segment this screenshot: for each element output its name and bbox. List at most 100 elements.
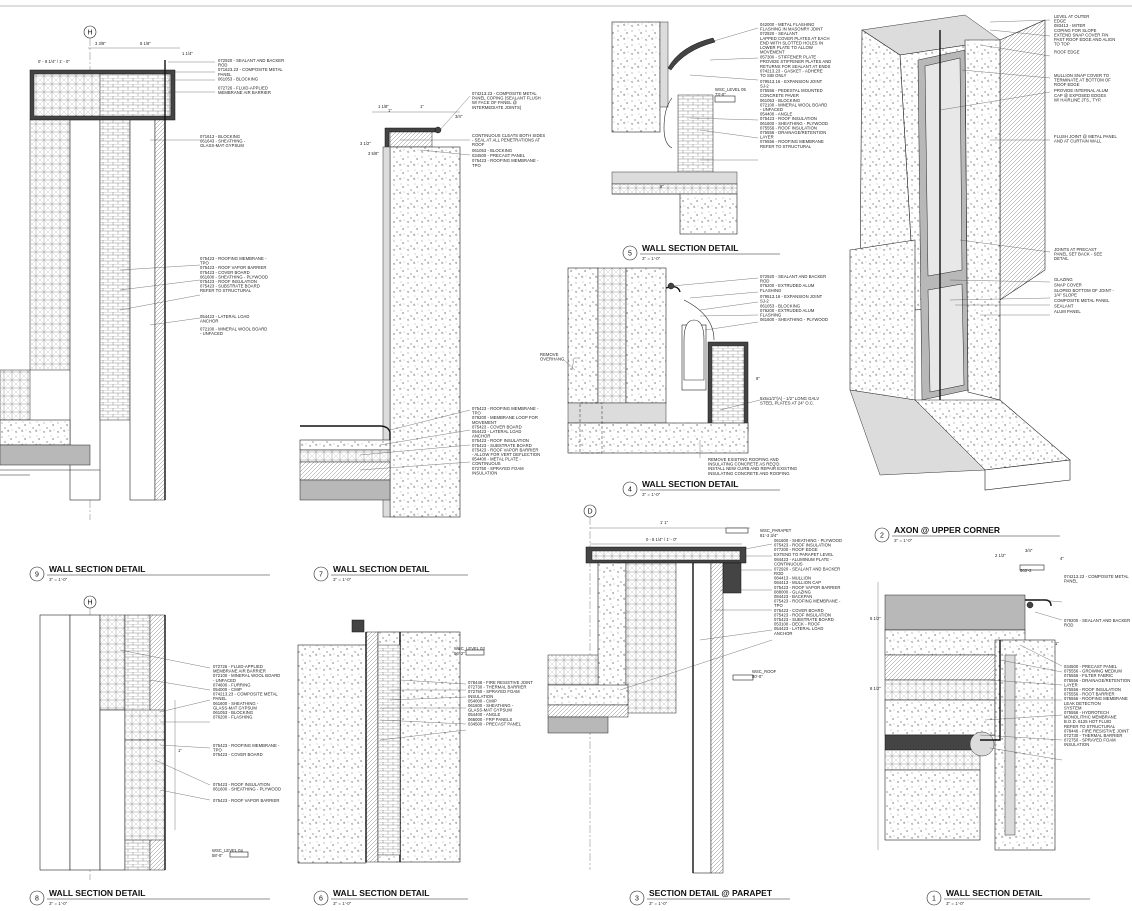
dimension: 1 1/4" [182,51,193,56]
callout-notes: 075423 - ROOFING MEMBRANE - TPO 075423 -… [200,256,269,293]
level-marker [714,95,736,103]
detail-7: 1 1/8" 1" 3/4" 3 1/2" 3 5/8" 1 3/8" 1" 0… [299,91,546,582]
detail-scale: 3" = 1'-0" [49,901,68,906]
detail-title: AXON @ UPPER CORNER [894,525,1000,535]
grid-tag: D [587,509,592,516]
detail-scale: 3" = 1'-0" [642,256,661,261]
detail-scale: 3" = 1'-0" [333,901,352,906]
callout-notes: FLUSH JOINT @ METAL PANEL AND AT CURTAIN… [1054,134,1118,144]
callout-notes: 075423 - ROOFING MEMBRANE - TPO 075423 -… [213,743,281,757]
detail-number: 1 [932,896,936,903]
level-label: WSC_ROOF [752,669,777,674]
detail-3: D 1' 1" 0 - 8 1/4" / 1' - 0" 2 1/2" 2" W… [547,504,843,906]
detail-scale: 3" = 1'-0" [49,577,68,582]
callout-notes: 034500 - PRECAST PANEL 075556 - GROWING … [1064,664,1132,747]
callout-notes: 074213.23 - COMPOSITE METAL PANEL [1064,574,1130,584]
detail-8: H 1" WSC_LEVEL 04 58'-0" 072726 - FLUID-… [29,595,282,906]
dimension: 1" [1055,641,1059,646]
callout-notes: CONTINUOUS CLEATS BOTH SIDES - SEAL AT A… [472,133,546,168]
detail-number: 7 [319,572,323,579]
detail-number: 5 [628,251,632,258]
detail-title: WALL SECTION DETAIL [49,564,146,574]
callout-notes: 078446 - FIRE RESISTIVE JOINT 072730 - T… [468,680,534,726]
level-marker [725,527,749,534]
level-value: 81'-3 3/4" [760,533,778,538]
callout-notes: LEVEL AT OUTER EDGE 083413 - MITER COPIN… [1054,14,1117,55]
dimension: 8 1/8" [140,41,151,46]
detail-number: 3 [635,896,639,903]
dimension: 8 1/2" [870,686,881,691]
level-marker [465,649,485,656]
detail-scale: 3" = 1'-0" [649,901,668,906]
callout-notes: 072920 - SEALANT AND BACKER ROD 076200 -… [760,274,828,322]
callout-notes: 072920 - SEALANT AND BACKER ROD 071623.2… [218,58,285,95]
level-label: WSC_LEVEL 03 [454,646,485,651]
detail-title: WALL SECTION DETAIL [642,243,739,253]
detail-title: WALL SECTION DETAIL [333,888,430,898]
detail-title: WALL SECTION DETAIL [49,888,146,898]
callout-notes: GLAZING SNAP COVER SLOPED BOTTOM OF JOIN… [1054,277,1115,314]
detail-scale: 3" = 1'-0" [642,492,661,497]
dimension: 6" [660,184,664,189]
detail-number: 2 [880,533,884,540]
dimension: 6 1/2" [870,616,881,621]
dimension: 4" [1060,556,1064,561]
detail-5: WSC_LEVEL 05 73'-0" 6" 042000 - METAL FL… [611,21,833,261]
callout-notes: 074213.23 - COMPOSITE METAL PANEL COPING… [472,91,542,110]
dimension: 3 3/8" [95,41,106,46]
level-value: 73'-0" [715,92,726,97]
callout-notes: 042000 - METAL FLASHING FLASHING IN MASO… [760,22,833,149]
level-label: WSC_LEVEL 04 [212,848,243,853]
detail-scale: 3" = 1'-0" [894,538,913,543]
callout-notes: 054423 - LATERAL LOAD ANCHOR 072100 - MI… [200,314,269,336]
detail-number: 9 [35,572,39,579]
detail-1: 2 1/2" 3/4" 4" 6 1/2" 8 1/2" 1" 603'-2 0 [870,548,1132,906]
detail-title: SECTION DETAIL @ PARAPET [649,888,773,898]
callout-notes: REMOVE OVERHANG [540,352,564,362]
level-value: 58'-0" [212,853,223,858]
level-marker [1019,564,1045,571]
dimension: 3 5/8" [368,151,379,156]
callout-notes: MULLION SNAP COVER TO TERMINATE AT BOTTO… [1054,73,1112,102]
level-value: 603'-2 [1020,568,1032,573]
dimension: 0 - 8 1/4" / 1' - 0" [646,537,678,542]
dimension: 3/4" [455,114,463,119]
detail-number: 8 [35,896,39,903]
dimension: 0' - 8 1/4" / 1' - 0" [38,59,70,64]
callout-notes: 075423 - ROOF VAPOR BARRIER [213,798,279,803]
callout-notes: 075423 - ROOFING MEMBRANE - TPO 079200 -… [472,406,541,475]
callout-notes: 5x5x1/2"(A) - 1/2" LONG GALV STEEL PLATE… [760,396,820,406]
grid-tag: H [87,30,92,37]
grid-tag: H [87,600,92,607]
detail-number: 6 [319,896,323,903]
dimension: 1" [388,108,392,113]
callout-notes: 079200 - SEALANT AND BACKER ROD [1064,618,1131,628]
level-label: WSC_PARAPET [760,528,792,533]
dimension: 1" [178,748,182,753]
dimension: 1' 1" [660,520,669,525]
detail-title: WALL SECTION DETAIL [946,888,1043,898]
level-value: 56'-2" [454,651,465,656]
callout-notes: 075423 - ROOF INSULATION 061600 - SHEATH… [213,782,281,792]
detail-4: 8" 072920 - SEALANT AND BACKER ROD 07620… [540,267,828,497]
detail-title: WALL SECTION DETAIL [642,479,739,489]
dimension: 2 1/2" [995,553,1006,558]
callout-notes: 061600 - SHEATHING - PLYWOOD 075423 - RO… [774,538,843,636]
dimension: 3 1/2" [360,141,371,146]
dimension: 8" [756,376,760,381]
detail-9: H 3 3/8" 8 1/8" 0' - 8 1/4" / 1' - 0" 1 … [0,25,285,582]
level-marker [229,851,249,858]
callout-notes: 072726 - FLUID-APPLIED MEMBRANE AIR BARR… [213,664,282,720]
detail-2: LEVEL AT OUTER EDGE 083413 - MITER COPIN… [849,14,1118,543]
detail-6: WSC_LEVEL 03 56'-2" 078446 - FIRE RESIST… [297,619,534,906]
callout-notes: JOINTS AT PRECAST PANEL SET BACK - SEE D… [1054,247,1103,261]
callout-notes: 071613 - BLOCKING 061643 - SHEATHING - G… [200,134,247,148]
detail-title: WALL SECTION DETAIL [333,564,430,574]
level-value: 80'-0" [752,674,763,679]
detail-scale: 3" = 1'-0" [333,577,352,582]
detail-number: 4 [628,487,632,494]
dimension: 3/4" [1025,548,1033,553]
level-label: WSC_LEVEL 05 [715,87,746,92]
dimension: 1" [420,104,424,109]
